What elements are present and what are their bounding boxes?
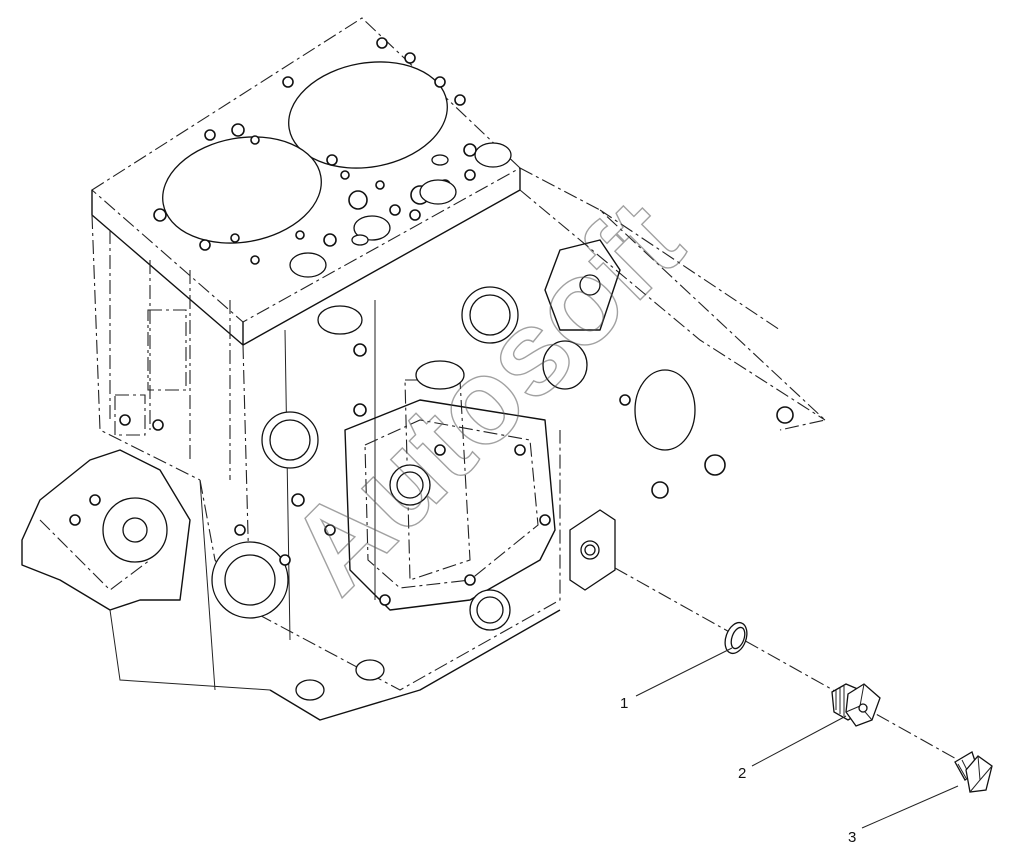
square-head-plug-part-3 (954, 751, 993, 793)
callout-1: 1 (620, 695, 628, 712)
callout-3: 3 (848, 829, 856, 846)
callout-2: 2 (738, 765, 746, 782)
leader-lines (635, 647, 959, 829)
engine-block (21, 17, 827, 721)
explode-axis-line (614, 567, 986, 776)
deck-holes (153, 37, 512, 278)
washer-part-1 (724, 621, 748, 655)
leader-line-1 (635, 647, 733, 697)
cylinder-bores (162, 61, 448, 244)
threaded-plug-part-2 (831, 683, 881, 727)
front-face-features (69, 286, 794, 701)
leader-line-2 (751, 715, 847, 767)
leader-line-3 (861, 785, 959, 829)
